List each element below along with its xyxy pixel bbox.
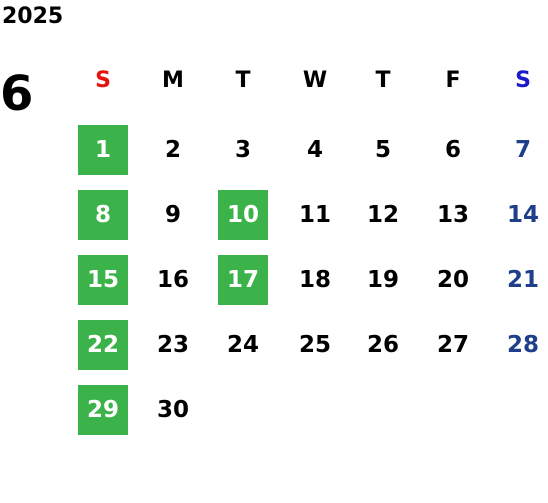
day-cell[interactable]: 23 — [156, 332, 189, 358]
day-cell[interactable]: 21 — [506, 267, 539, 293]
day-cell-highlighted[interactable]: 17 — [218, 255, 268, 305]
day-cell[interactable]: 16 — [156, 267, 189, 293]
day-cell[interactable]: 14 — [506, 202, 539, 228]
day-cell[interactable]: 3 — [234, 137, 251, 163]
day-cell-highlighted[interactable]: 1 — [78, 125, 128, 175]
day-cell[interactable]: 5 — [374, 137, 391, 163]
calendar-year: 2025 — [2, 4, 64, 29]
weekday-header: M — [162, 68, 184, 93]
day-cell[interactable]: 27 — [436, 332, 469, 358]
day-cell[interactable]: 2 — [164, 137, 181, 163]
day-cell-highlighted[interactable]: 8 — [78, 190, 128, 240]
day-cell[interactable]: 7 — [514, 137, 531, 163]
day-cell[interactable]: 24 — [226, 332, 259, 358]
day-cell-highlighted[interactable]: 10 — [218, 190, 268, 240]
day-cell-highlighted[interactable]: 22 — [78, 320, 128, 370]
day-cell[interactable]: 25 — [298, 332, 331, 358]
day-cell[interactable]: 19 — [366, 267, 399, 293]
day-cell-highlighted[interactable]: 29 — [78, 385, 128, 435]
day-cell[interactable]: 20 — [436, 267, 469, 293]
day-cell[interactable]: 28 — [506, 332, 539, 358]
weekday-header: S — [515, 68, 531, 93]
day-cell[interactable]: 4 — [306, 137, 323, 163]
day-cell[interactable]: 9 — [164, 202, 181, 228]
weekday-header: F — [445, 68, 461, 93]
weekday-header: W — [302, 68, 328, 93]
weekday-header: T — [235, 68, 251, 93]
day-cell[interactable]: 26 — [366, 332, 399, 358]
day-cell[interactable]: 18 — [298, 267, 331, 293]
day-cell[interactable]: 13 — [436, 202, 469, 228]
calendar-month: 6 — [0, 66, 34, 122]
day-cell[interactable]: 12 — [366, 202, 399, 228]
weekday-header: S — [95, 68, 111, 93]
day-cell-highlighted[interactable]: 15 — [78, 255, 128, 305]
day-cell[interactable]: 6 — [444, 137, 461, 163]
day-cell[interactable]: 11 — [298, 202, 331, 228]
weekday-header: T — [375, 68, 391, 93]
day-cell[interactable]: 30 — [156, 397, 189, 423]
